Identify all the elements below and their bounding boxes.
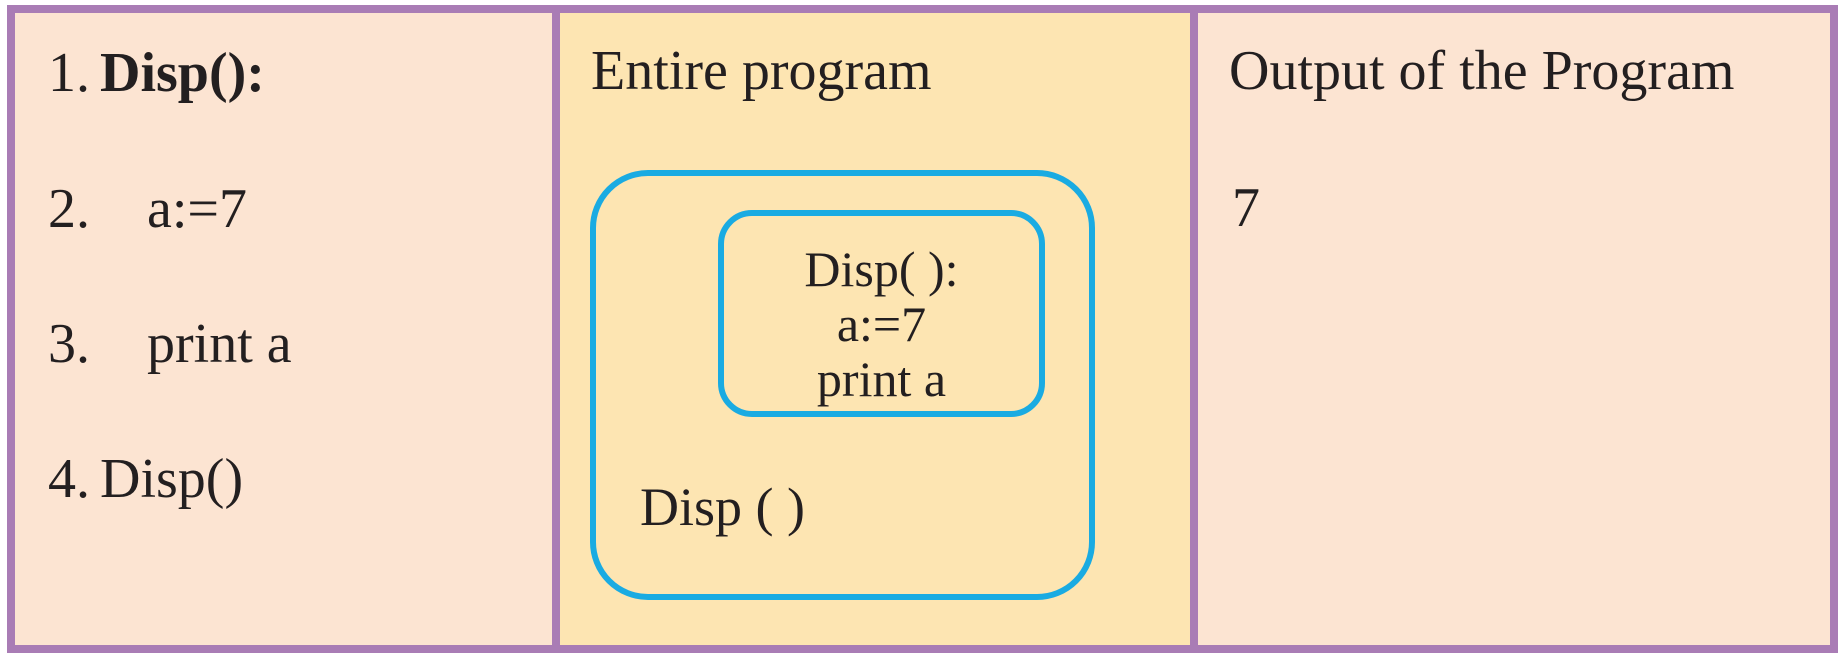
function-def-line: Disp( ): (804, 241, 959, 297)
code-line-4: 4.Disp() (48, 448, 244, 511)
code-text: Disp(): (100, 42, 265, 104)
program-scope-box: Disp( ): a:=7 print a Disp ( ) (590, 170, 1095, 600)
function-definition-box: Disp( ): a:=7 print a (718, 210, 1045, 417)
line-number: 1. (48, 42, 90, 104)
line-number: 3. (48, 313, 90, 375)
code-text: Disp() (100, 448, 244, 510)
function-def-line: print a (816, 351, 947, 407)
entire-program-panel: Entire program Disp( ): a:=7 print a Dis… (560, 13, 1190, 645)
code-line-2: 2. a:=7 (48, 178, 247, 241)
output-value: 7 (1232, 177, 1260, 239)
code-text: a:=7 (147, 178, 247, 240)
output-panel: Output of the Program 7 (1198, 13, 1830, 645)
code-text: print a (147, 313, 292, 375)
function-def-line: a:=7 (836, 296, 927, 352)
line-number: 4. (48, 448, 90, 510)
entire-program-title: Entire program (591, 40, 932, 102)
code-listing-panel: 1.Disp(): 2. a:=7 3. print a 4.Disp() (15, 13, 552, 645)
code-line-1: 1.Disp(): (48, 42, 265, 105)
line-number: 2. (48, 178, 90, 240)
output-panel-title: Output of the Program (1229, 40, 1735, 102)
figure-frame: 1.Disp(): 2. a:=7 3. print a 4.Disp() Enti… (7, 5, 1838, 653)
code-line-3: 3. print a (48, 313, 292, 376)
function-call-label: Disp ( ) (640, 477, 805, 537)
